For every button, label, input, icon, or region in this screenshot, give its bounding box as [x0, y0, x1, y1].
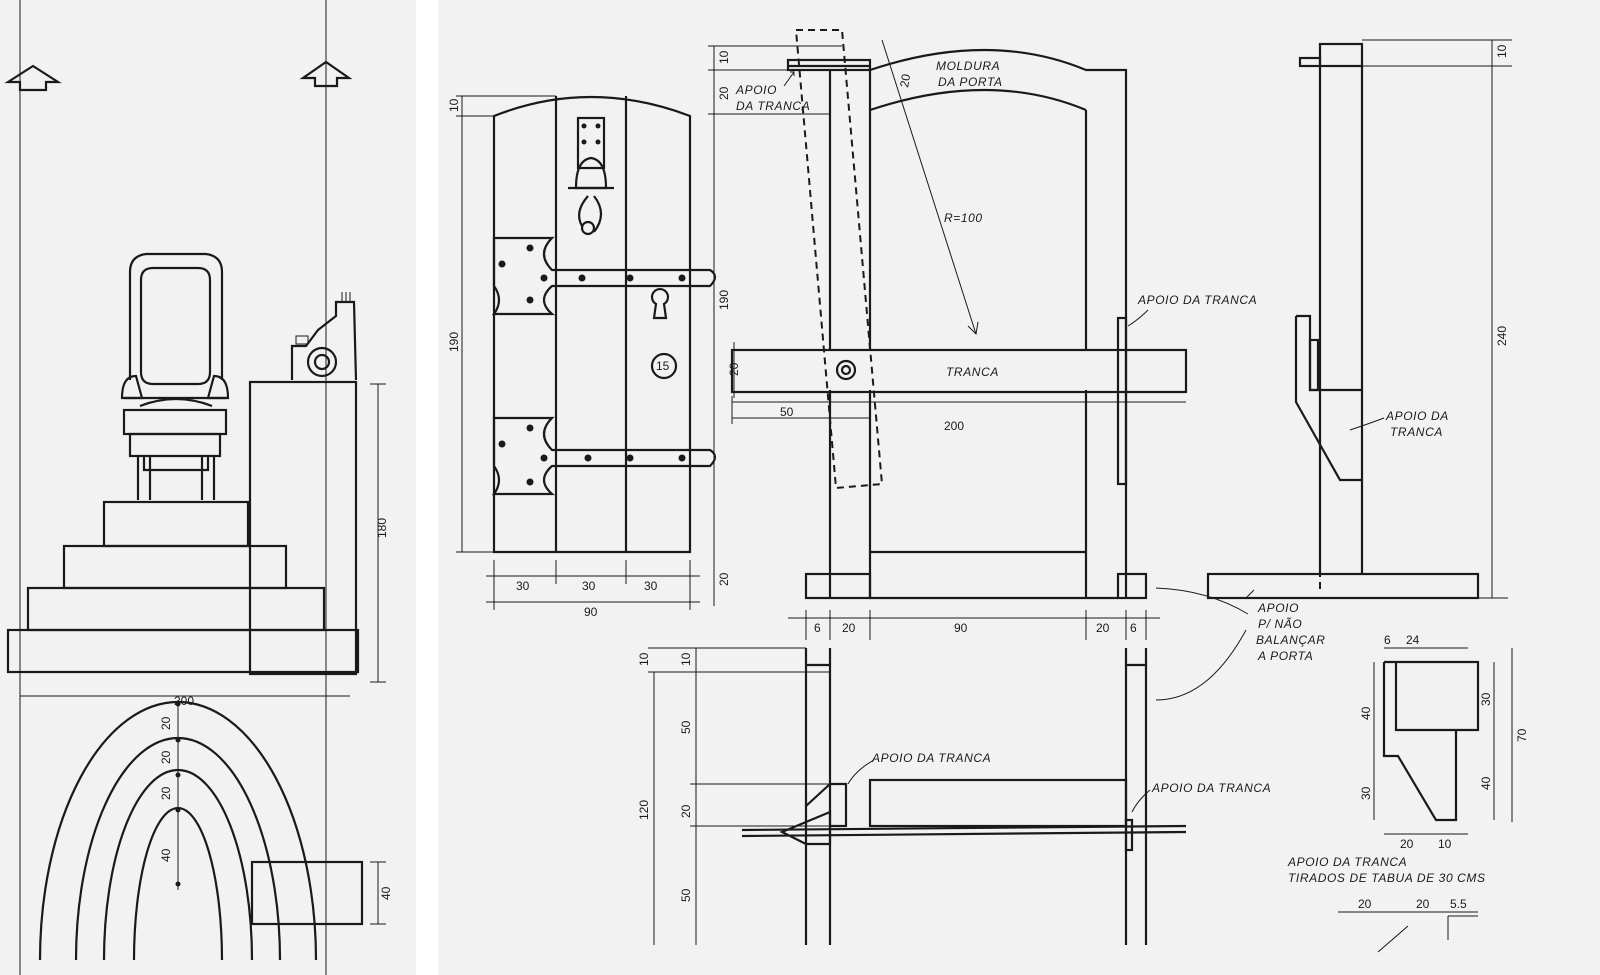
detail-dimension: 40 [1359, 706, 1373, 720]
note-label: TIRADOS DE TABUA DE 30 CMS [1288, 871, 1486, 885]
lower-dimension: 50 [679, 720, 693, 734]
side-height-dimension: 240 [1495, 326, 1509, 346]
sketch-dimension: 5.5 [1450, 897, 1467, 911]
moldura-label: MOLDURA [936, 59, 1000, 73]
sketch-dimension: 20 [1358, 897, 1372, 911]
apoio-detail [1382, 660, 1480, 822]
apoio-lower-left-label: APOIO DA TRANCA [871, 751, 991, 765]
arrow-icon [847, 759, 875, 785]
ring-dimension: 20 [159, 786, 173, 800]
apoio-side-label: APOIO DA [1385, 409, 1449, 423]
up-arrow-icon [4, 64, 62, 92]
frame-base-dimension: 20 [717, 572, 731, 586]
frame-height-dimension: 190 [717, 290, 731, 310]
lower-dimension: 50 [679, 888, 693, 902]
frame-side-view [1206, 42, 1480, 600]
lower-dimension: 10 [637, 652, 651, 666]
lower-bar-detail [741, 648, 1187, 945]
arrow-icon [1349, 417, 1385, 431]
detail-dimension: 40 [1479, 776, 1493, 790]
apoio-lower-right-label: APOIO DA TRANCA [1151, 781, 1271, 795]
hinge [491, 236, 717, 316]
bar-offset-dimension: 50 [780, 405, 794, 419]
up-arrow-icon [299, 60, 353, 88]
apoio-pn-label: P/ NÃO [1258, 617, 1302, 631]
detail-dimension: 30 [1479, 692, 1493, 706]
ring-dimension: 20 [159, 716, 173, 730]
right-drawing-panel: 15 10 190 30 30 30 90 [438, 0, 1600, 975]
lower-dimension: 10 [679, 652, 693, 666]
door-height-dimension: 190 [447, 332, 461, 352]
side-cabinet [248, 292, 358, 676]
door-frame-elevation [730, 29, 1188, 600]
radius-label: R=100 [944, 211, 983, 225]
apoio-side-label: TRANCA [1390, 425, 1443, 439]
board-dimension: 30 [516, 579, 530, 593]
side-top-dimension: 10 [1495, 44, 1509, 58]
keyhole-icon [650, 287, 670, 320]
sketch-lines [1377, 915, 1478, 953]
frame-bottom-dimension: 6 [814, 621, 821, 635]
door-width-dimension: 90 [584, 605, 598, 619]
swing-outline [794, 29, 884, 490]
frame-bottom-dimension: 20 [842, 621, 856, 635]
lock-dial [650, 352, 678, 380]
board-dimension: 30 [582, 579, 596, 593]
throne-elevation-and-plan: 180 200 20 20 20 40 40 [4, 0, 393, 975]
frame-sub-dimension: 20 [717, 86, 731, 100]
plan-cabinet [250, 860, 364, 926]
apoio-top-label: DA TRANCA [736, 99, 810, 113]
door-elevation: 15 [491, 95, 717, 554]
bar-height-dimension: 20 [727, 362, 741, 376]
lower-dimension: 120 [637, 800, 651, 820]
apoio-pn-label: A PORTA [1257, 649, 1313, 663]
apoio-pn-label: BALANÇAR [1256, 633, 1326, 647]
tranca-bar [730, 348, 1188, 394]
door-and-frame-drawings: 15 10 190 30 30 30 90 [447, 29, 1529, 953]
frame-bottom-dimension: 90 [954, 621, 968, 635]
lock-number: 15 [656, 359, 670, 373]
throne-chair [120, 252, 230, 500]
bar-length-dimension: 200 [944, 419, 964, 433]
height-dimension: 180 [375, 518, 389, 538]
bell-icon [574, 156, 608, 190]
arrow-icon [1155, 629, 1247, 701]
frame-bottom-dimension: 6 [1130, 621, 1137, 635]
arrow-icon [1245, 589, 1255, 599]
detail-dimension: 20 [1400, 837, 1414, 851]
frame-top-dimension: 10 [717, 50, 731, 64]
ring-dimension: 20 [159, 750, 173, 764]
board-dimension: 30 [644, 579, 658, 593]
lower-dimension: 20 [679, 804, 693, 818]
stepped-platform [6, 500, 360, 674]
detail-dimension: 30 [1359, 786, 1373, 800]
frame-bottom-dimension: 20 [1096, 621, 1110, 635]
tranca-label: TRANCA [946, 365, 999, 379]
detail-dimension: 6 [1384, 633, 1391, 647]
apoio-top-label: APOIO [735, 83, 777, 97]
detail-dimension: 10 [1438, 837, 1452, 851]
detail-dimension: 24 [1406, 633, 1420, 647]
arrow-icon [1127, 309, 1149, 327]
detail-dimension: 70 [1515, 728, 1529, 742]
hinge [491, 416, 717, 496]
ring-dimension: 40 [159, 848, 173, 862]
plan-box-dimension: 40 [379, 886, 393, 900]
arch-dimension: 20 [897, 73, 913, 89]
arrow-icon [1155, 587, 1249, 615]
left-drawing-panel: 180 200 20 20 20 40 40 [0, 0, 416, 975]
apoio-pn-label: APOIO [1257, 601, 1299, 615]
apoio-right-label: APOIO DA TRANCA [1137, 293, 1257, 307]
sketch-dimension: 20 [1416, 897, 1430, 911]
arrow-icon [783, 71, 795, 87]
da-porta-label: DA PORTA [938, 75, 1003, 89]
door-top-dimension: 10 [447, 98, 461, 112]
arrow-icon [1131, 789, 1151, 813]
note-label: APOIO DA TRANCA [1287, 855, 1407, 869]
